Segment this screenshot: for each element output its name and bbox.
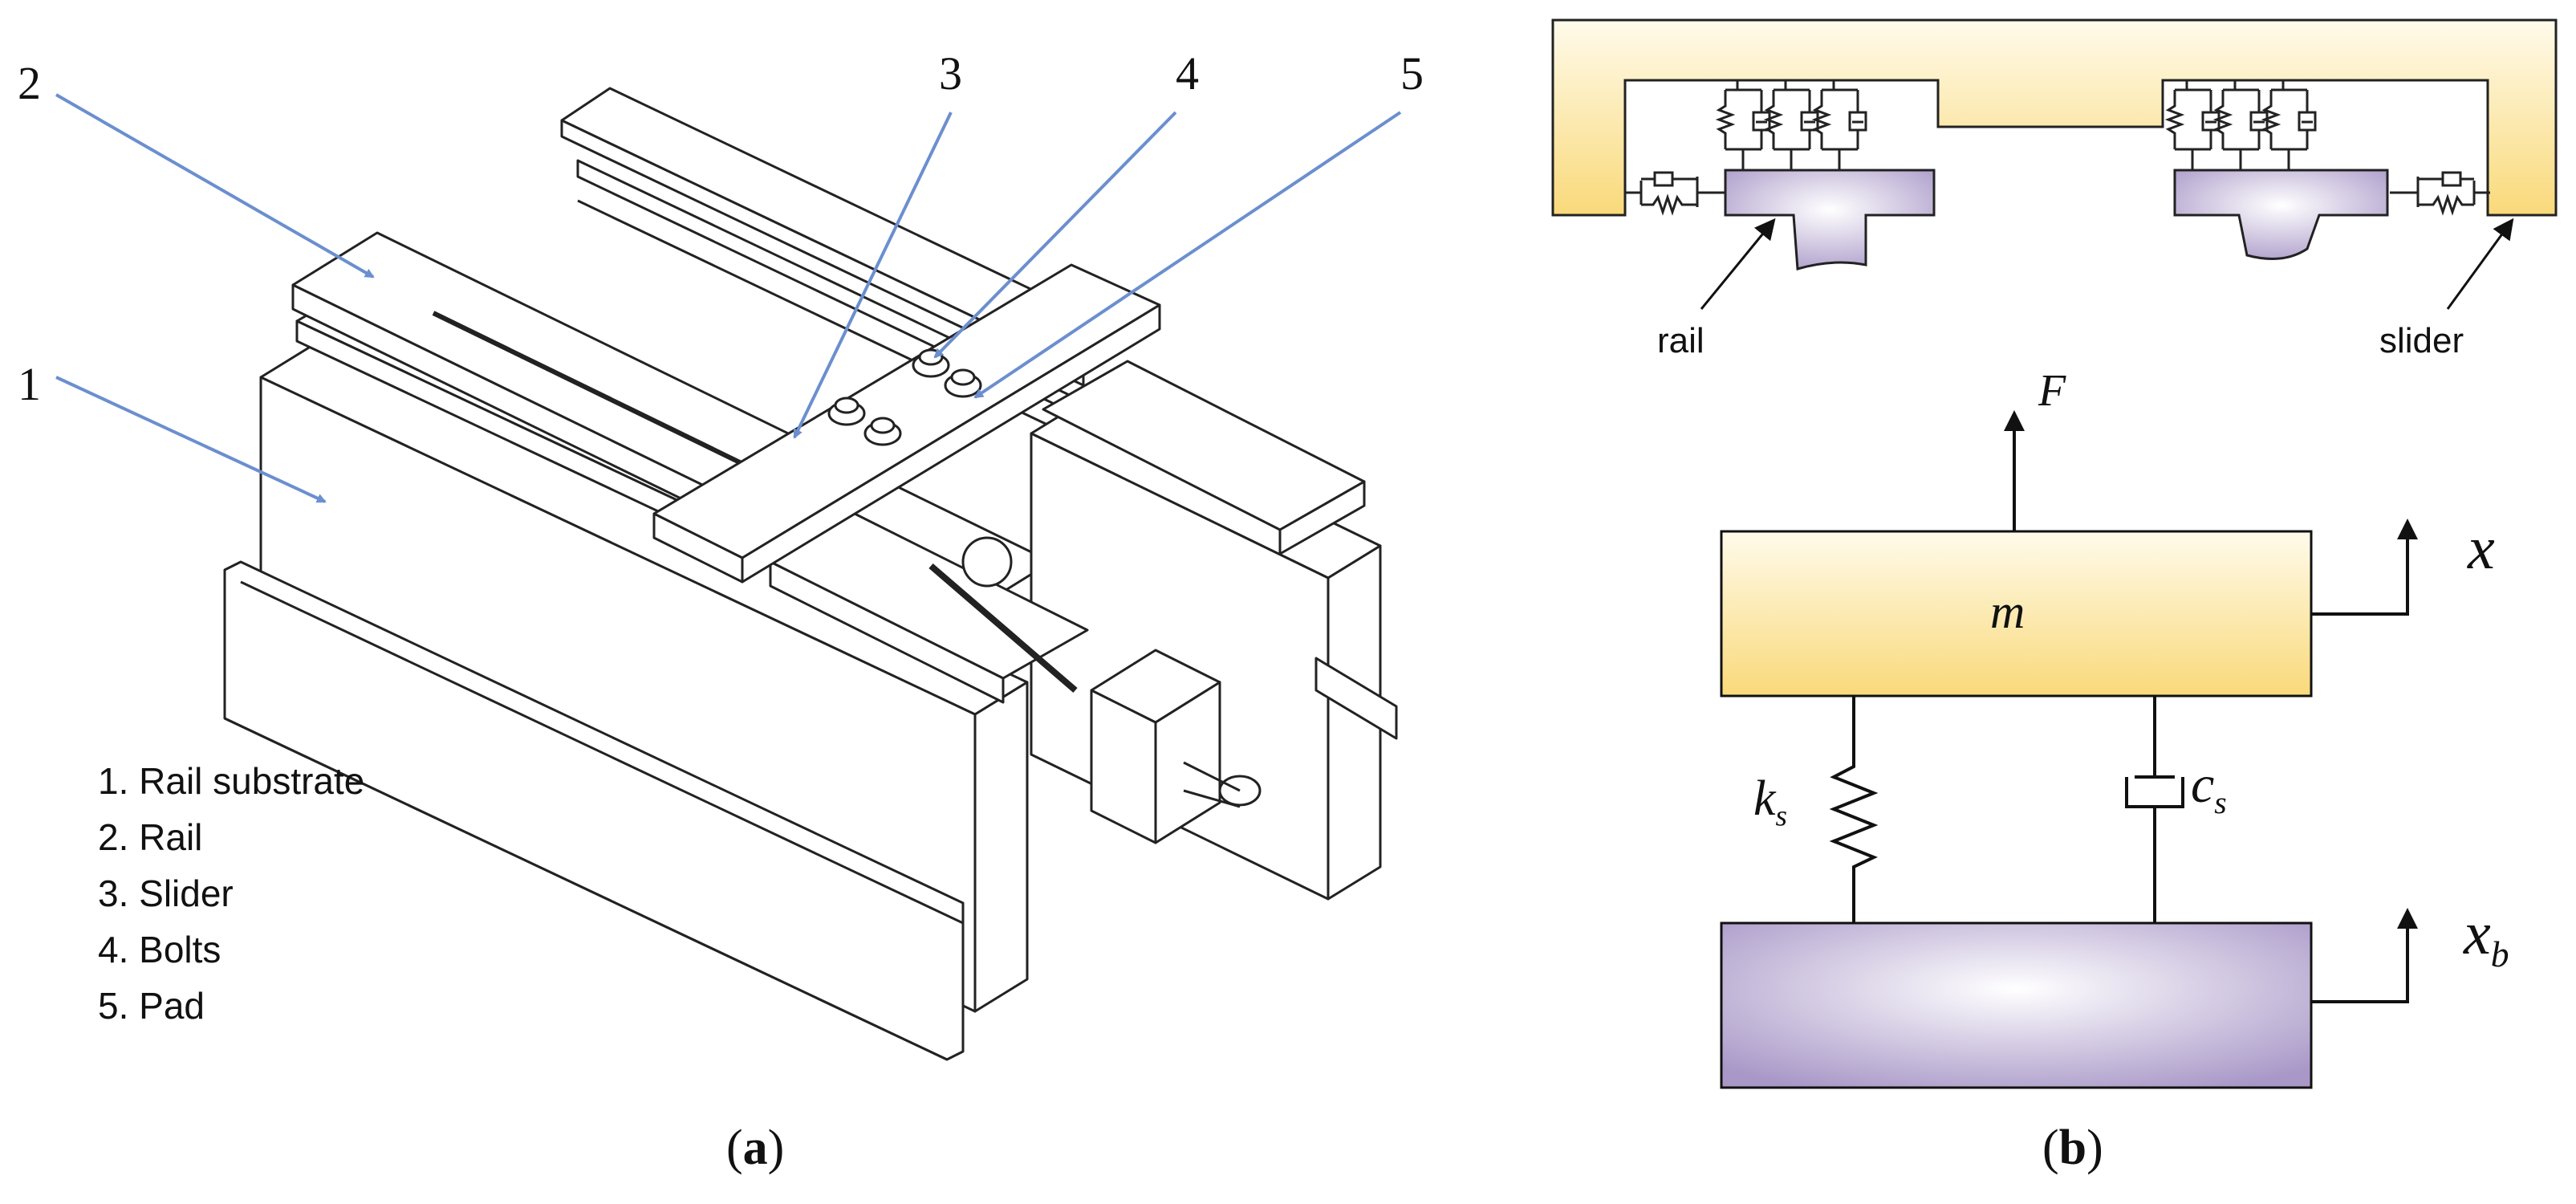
callout-number-2: 2 — [18, 57, 41, 109]
force-label: F — [2038, 366, 2066, 416]
spring-damper-units — [1625, 79, 2490, 216]
legend-item: 5. Pad — [98, 985, 205, 1027]
mass-label: m — [1990, 585, 2025, 638]
legend-item: 2. Rail — [98, 816, 203, 858]
rail-left — [1724, 169, 1936, 270]
callout-arrow-2 — [55, 93, 375, 279]
callout-number-5: 5 — [1400, 47, 1424, 100]
mechanical-assembly-drawing — [223, 87, 1398, 1061]
rail-right — [2173, 169, 2389, 260]
ks-label: ks — [1753, 771, 1788, 833]
callout-number-4: 4 — [1176, 47, 1199, 100]
spring-ks — [1829, 696, 1879, 923]
rail-slider-cross-section — [1551, 18, 2558, 310]
panel-label-a: (a) — [726, 1121, 785, 1175]
damper-cs — [2125, 696, 2184, 923]
cs-label: cs — [2191, 755, 2227, 821]
xb-displacement-arrow — [2311, 908, 2418, 1003]
legend-item: 3. Slider — [98, 872, 234, 914]
lumped-mass-model — [1720, 410, 2418, 1089]
rail-pointer-arrow — [1700, 218, 1776, 310]
callout-arrow-5 — [973, 111, 1402, 399]
panel-label-b: (b) — [2042, 1121, 2103, 1175]
callout-arrow-4 — [933, 111, 1177, 359]
legend-item: 1. Rail substrate — [98, 760, 365, 802]
callout-arrows — [55, 93, 1402, 503]
callout-number-3: 3 — [939, 47, 962, 100]
callout-arrow-1 — [55, 376, 327, 503]
rail-label: rail — [1657, 321, 1704, 360]
callout-number-1: 1 — [18, 358, 41, 410]
mass-block — [1720, 530, 2313, 698]
xb-label: xb — [2464, 900, 2509, 975]
slider-pointer-arrow — [2446, 218, 2514, 310]
slider-housing — [1551, 18, 2558, 217]
parts-legend: 1. Rail substrate 2. Rail 3. Slider 4. B… — [98, 753, 364, 1034]
x-label: x — [2468, 515, 2495, 582]
base-block — [1720, 921, 2313, 1089]
legend-item: 4. Bolts — [98, 929, 221, 970]
slider-label: slider — [2379, 321, 2464, 360]
callout-arrow-3 — [793, 112, 953, 439]
x-displacement-arrow — [2311, 519, 2418, 616]
